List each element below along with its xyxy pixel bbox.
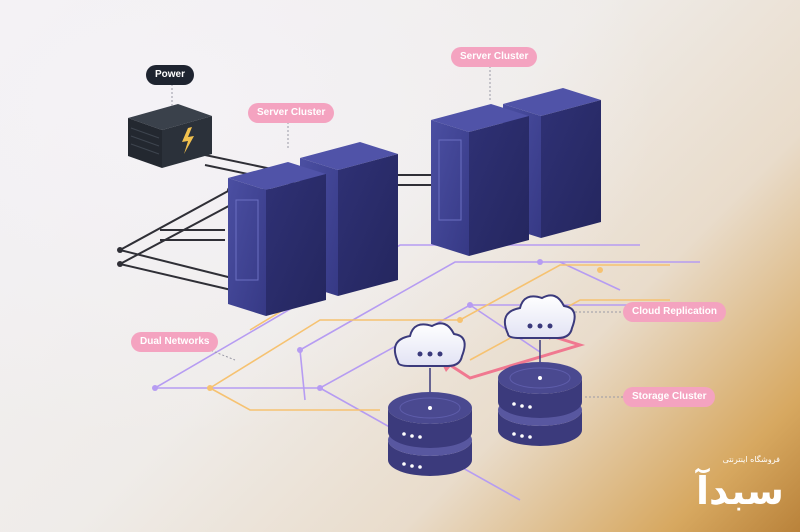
cloud-replication-label: Cloud Replication (623, 302, 726, 322)
storage-right (498, 362, 582, 446)
replication-arrow (449, 333, 586, 380)
lightning-icon (182, 127, 194, 154)
power-unit (128, 104, 212, 168)
logo-tagline: فروشگاه اینترنتی (722, 455, 780, 464)
power-label: Power (146, 65, 195, 85)
server-cluster-label-right: Server Cluster (451, 47, 538, 67)
server-cluster-label-left: Server Cluster (248, 103, 335, 123)
cloud-right (504, 294, 576, 378)
network-nodes (152, 259, 603, 391)
cloud-left (394, 322, 466, 408)
server-left-front (228, 162, 326, 316)
logo-mark: سبدآ (696, 469, 784, 513)
dual-networks-label: Dual Networks (131, 332, 219, 352)
store-logo: فروشگاه اینترنتی سبدآ (690, 455, 783, 521)
storage-cluster-label: Storage Cluster (623, 387, 716, 407)
storage-left (388, 392, 472, 476)
leader-lines (171, 66, 623, 398)
server-right-front (431, 104, 529, 256)
